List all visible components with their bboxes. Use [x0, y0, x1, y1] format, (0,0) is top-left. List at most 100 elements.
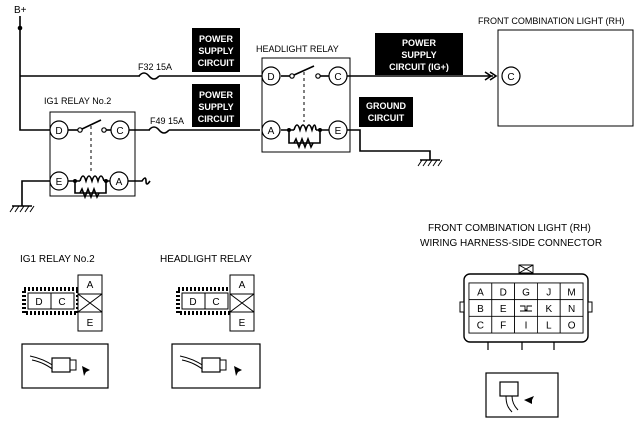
headlight-relay-contact-2 [315, 73, 321, 79]
harness-grid: A D G J M B E K N C F I L O [468, 282, 584, 334]
headlight-connector-cell-a: A [239, 280, 246, 291]
headlight-connector-view-icon [171, 343, 261, 389]
harness-connector-view-icon [485, 372, 559, 418]
ig1-relay-ground-wire [21, 180, 50, 206]
headlight-connector-cell-c: C [212, 297, 219, 308]
ig1-connector-cell-a: A [87, 280, 94, 291]
ig1-relay-terminal-d-label: D [55, 126, 62, 137]
headlight-relay-resistor-loop [288, 130, 321, 144]
supply-label: B+ [14, 5, 27, 16]
harness-connector-cell-label: B [477, 304, 484, 315]
ig1-relay-resistor [79, 186, 100, 200]
ig1-relay-box [49, 111, 136, 197]
harness-connector-title-2: WIRING HARNESS-SIDE CONNECTOR [420, 238, 602, 249]
fuse-f49-label: F49 15A [150, 116, 184, 126]
ground-circuit-tag-line1: GROUND [366, 101, 406, 111]
ig1-relay-title: IG1 RELAY No.2 [44, 96, 111, 106]
ig1-relay-a-continuation [128, 177, 151, 185]
harness-connector: A D G J M B E K N C F I L O [459, 264, 593, 350]
harness-connector-cell-label: G [522, 287, 530, 298]
headlight-relay-ground-wire [347, 129, 431, 160]
headlight-relay-node-2 [318, 128, 322, 132]
harness-connector-cell-label: J [546, 287, 551, 298]
power-supply-tag-1-line2: SUPPLY [198, 46, 233, 56]
ig1-relay-coil [79, 175, 105, 184]
headlight-connector-title: HEADLIGHT RELAY [160, 254, 252, 265]
power-supply-tag-1-line1: POWER [199, 34, 234, 44]
headlight-relay-coil [293, 124, 317, 133]
headlight-relay-resistor [293, 136, 314, 150]
ig1-relay-switch-arm [81, 119, 102, 130]
ground-circuit-tag: GROUND CIRCUIT [359, 97, 413, 127]
harness-connector-cell-label: K [545, 304, 552, 315]
headlight-relay-switch-arm [293, 65, 315, 76]
fuse-f32-label: F32 15A [138, 62, 172, 72]
ground-circuit-tag-line2: CIRCUIT [368, 113, 405, 123]
harness-connector-cell-label: E [500, 304, 507, 315]
headlight-relay-terminal-a [261, 120, 281, 140]
ig1-ground-symbol-icon [9, 205, 35, 213]
harness-connector-cell [559, 315, 584, 334]
harness-connector-cell-label: C [477, 321, 484, 332]
ig1-relay-terminal-a-label: A [116, 177, 123, 188]
ig1-connector-cell-c: C [58, 297, 65, 308]
ig1-connector-view-icon [21, 343, 109, 389]
headlight-relay-terminal-a-label: A [268, 126, 275, 137]
harness-connector-cell [514, 299, 538, 317]
connector-arrow-icon [484, 71, 498, 81]
fuse-f49 [148, 126, 170, 134]
headlight-connector: D C A E [176, 274, 255, 332]
harness-connector-cell-label: N [568, 304, 575, 315]
power-supply-ig-tag-line3: CIRCUIT (IG+) [389, 62, 449, 72]
ig1-relay-contact-1 [77, 127, 83, 133]
harness-connector-cell-label: F [500, 321, 506, 332]
ig1-relay-node-2 [104, 179, 108, 183]
front-light-title: FRONT COMBINATION LIGHT (RH) [478, 16, 625, 26]
power-supply-tag-2-line1: POWER [199, 90, 234, 100]
power-supply-tag-1-line3: CIRCUIT [198, 58, 235, 68]
ig1-relay-terminal-d [49, 120, 69, 140]
supply-wire [19, 16, 50, 131]
ig1-connector-cell-e: E [87, 318, 94, 329]
headlight-relay-node-1 [287, 128, 291, 132]
harness-connector-cell-label: O [568, 321, 576, 332]
harness-connector-blank-pin-icon [520, 305, 532, 312]
power-supply-tag-2: POWER SUPPLY CIRCUIT [192, 84, 240, 127]
ig1-relay-terminal-c-label: C [116, 126, 123, 137]
front-light-terminal-c [501, 66, 521, 86]
harness-connector-title-1: FRONT COMBINATION LIGHT (RH) [428, 223, 591, 234]
power-supply-tag-2-line3: CIRCUIT [198, 114, 235, 124]
ig1-relay-terminal-e-label: E [56, 177, 63, 188]
headlight-relay-contact-1 [289, 73, 295, 79]
headlight-relay-box [261, 57, 351, 153]
ground-symbol-icon [417, 159, 443, 167]
ig1-connector-title: IG1 RELAY No.2 [20, 254, 95, 265]
harness-connector-cell-label: D [500, 287, 507, 298]
harness-connector-cell-label: A [477, 287, 484, 298]
ig1-connector-cell-d: D [35, 297, 42, 308]
headlight-connector-cell-d: D [189, 297, 196, 308]
headlight-relay-title: HEADLIGHT RELAY [256, 44, 339, 54]
ig1-relay-node-1 [73, 179, 77, 183]
fuse-f32 [138, 72, 160, 80]
ig1-relay-resistor-loop [74, 181, 107, 194]
power-supply-ig-tag: POWER SUPPLY CIRCUIT (IG+) [375, 33, 463, 75]
headlight-relay-terminal-d-label: D [267, 72, 274, 83]
power-supply-ig-tag-line1: POWER [402, 38, 437, 48]
harness-connector-cell-label: I [525, 321, 528, 332]
harness-connector-cell-label: L [546, 321, 552, 332]
headlight-connector-cell-e: E [239, 318, 246, 329]
power-supply-tag-2-line2: SUPPLY [198, 102, 233, 112]
ig1-relay-contact-2 [101, 127, 107, 133]
headlight-relay-terminal-e-label: E [335, 126, 342, 137]
headlight-relay-terminal-c-label: C [334, 72, 341, 83]
harness-connector-cell-label: M [567, 287, 575, 298]
front-light-box [497, 29, 634, 127]
ig1-connector: D C A E [22, 274, 103, 332]
power-supply-ig-tag-line2: SUPPLY [401, 50, 436, 60]
ig1-relay-terminal-c [110, 120, 130, 140]
headlight-relay-terminal-d [261, 66, 281, 86]
power-supply-tag-1: POWER SUPPLY CIRCUIT [192, 28, 240, 72]
front-light-terminal-c-label: C [507, 72, 514, 83]
